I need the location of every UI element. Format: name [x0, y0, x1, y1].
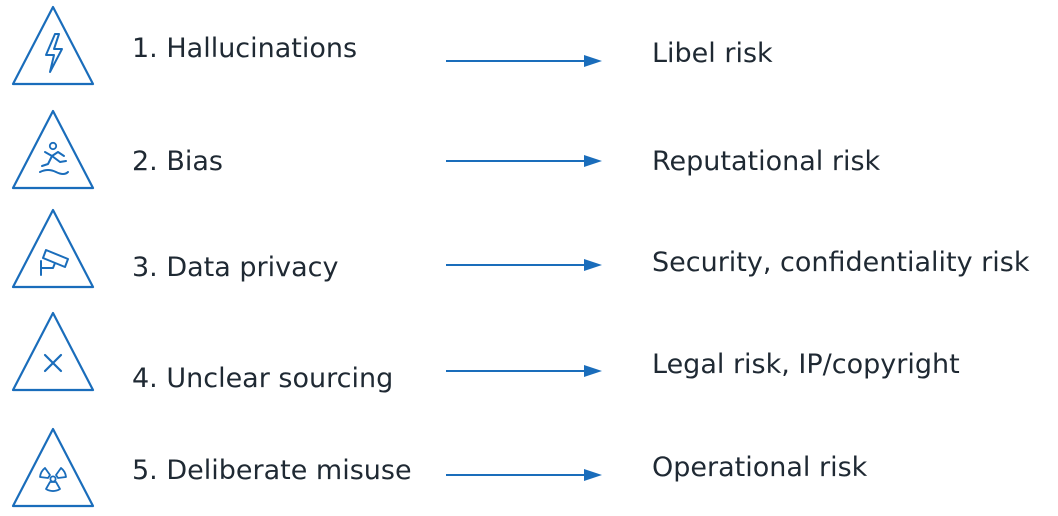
lightning-warning-icon: [8, 2, 98, 94]
cctv-camera-warning-icon: [8, 205, 98, 297]
risk-row: 4. Unclear sourcing Legal risk, IP/copyr…: [0, 300, 1058, 400]
arrow-connector: [446, 467, 606, 483]
issue-label: 5. Deliberate misuse: [132, 455, 412, 486]
risk-row: 5. Deliberate misuse Operational risk: [0, 400, 1058, 508]
arrow-connector: [446, 363, 606, 379]
risk-label: Reputational risk: [652, 146, 881, 177]
risk-row: 2. Bias Reputational risk: [0, 100, 1058, 200]
arrow-connector: [446, 153, 606, 169]
x-warning-icon: [8, 308, 98, 400]
risk-label: Security, confidentiality risk: [652, 247, 1030, 278]
issue-label: 4. Unclear sourcing: [132, 363, 394, 394]
slip-hazard-warning-icon: [8, 106, 98, 198]
arrow-connector: [446, 257, 606, 273]
issue-label: 1. Hallucinations: [132, 33, 358, 64]
risk-label: Operational risk: [652, 452, 868, 483]
radiation-warning-icon: [8, 424, 98, 516]
risk-row: 3. Data privacy Security, confidentialit…: [0, 200, 1058, 300]
risk-label: Libel risk: [652, 38, 773, 69]
risk-row: 1. Hallucinations Libel risk: [0, 0, 1058, 100]
arrow-connector: [446, 53, 606, 69]
issue-label: 2. Bias: [132, 146, 223, 177]
risk-label: Legal risk, IP/copyright: [652, 349, 960, 380]
issue-label: 3. Data privacy: [132, 252, 339, 283]
